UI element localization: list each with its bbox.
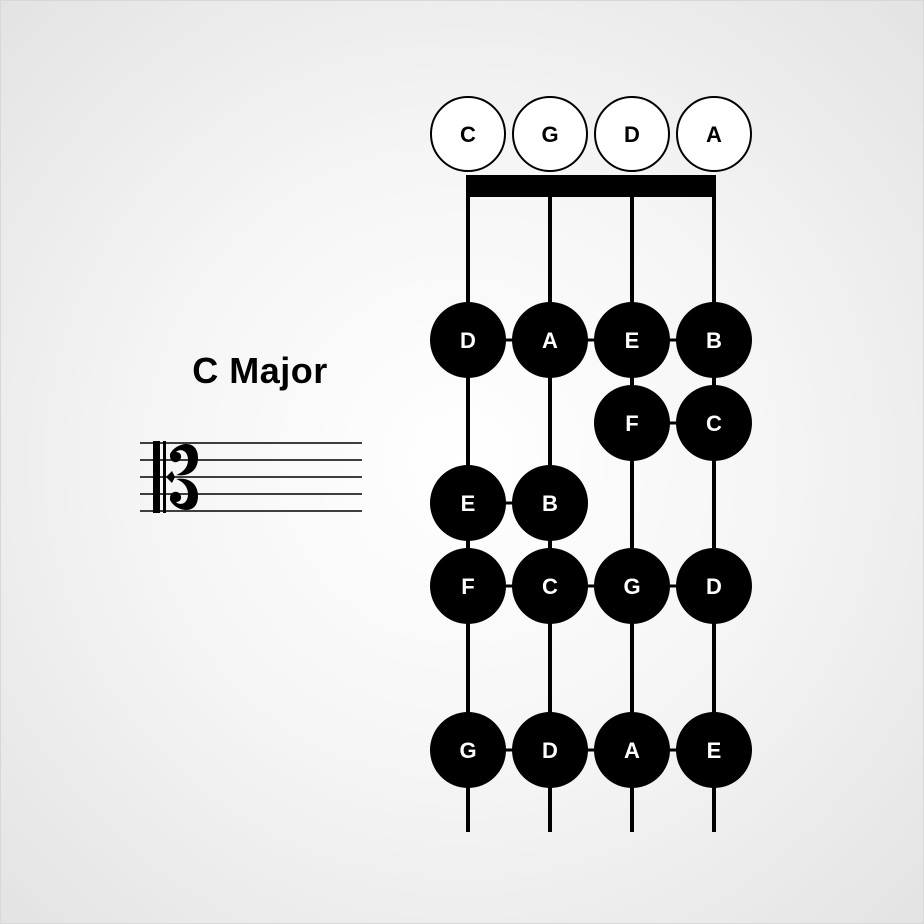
note-label: D [706, 574, 722, 599]
note-circle [430, 465, 506, 541]
note-circle [430, 302, 506, 378]
note-circle [594, 548, 670, 624]
nut-bar [466, 175, 716, 197]
note-label: E [625, 328, 640, 353]
note-circle [430, 712, 506, 788]
note-label: F [625, 411, 638, 436]
note-circle [676, 548, 752, 624]
note-label: B [706, 328, 722, 353]
note-label: A [542, 328, 558, 353]
open-string-circle [594, 96, 670, 172]
note-label: E [707, 738, 722, 763]
fingerboard-diagram: C G D A D A E B F C E B F C G D G D A E [420, 90, 760, 835]
scale-title: C Major [192, 350, 328, 391]
note-circle [512, 302, 588, 378]
note-circle [512, 712, 588, 788]
open-string-label: D [624, 122, 640, 147]
note-circle [430, 548, 506, 624]
note-circle [512, 465, 588, 541]
open-string-label: C [460, 122, 476, 147]
open-string-label: G [541, 122, 558, 147]
open-string-circle [676, 96, 752, 172]
note-circle [676, 302, 752, 378]
note-label: D [460, 328, 476, 353]
note-label: G [623, 574, 640, 599]
note-label: F [461, 574, 474, 599]
open-string-circle [430, 96, 506, 172]
alto-clef-icon [153, 441, 198, 513]
note-circle [594, 385, 670, 461]
note-label: C [542, 574, 558, 599]
music-staff [140, 440, 362, 516]
note-label: G [459, 738, 476, 763]
note-label: A [624, 738, 640, 763]
note-label: E [461, 491, 476, 516]
note-circle [676, 385, 752, 461]
note-label: D [542, 738, 558, 763]
open-string-circle [512, 96, 588, 172]
note-circle [676, 712, 752, 788]
open-string-label: A [706, 122, 722, 147]
note-circle [594, 712, 670, 788]
note-circle [594, 302, 670, 378]
note-circle [512, 548, 588, 624]
note-label: C [706, 411, 722, 436]
note-label: B [542, 491, 558, 516]
